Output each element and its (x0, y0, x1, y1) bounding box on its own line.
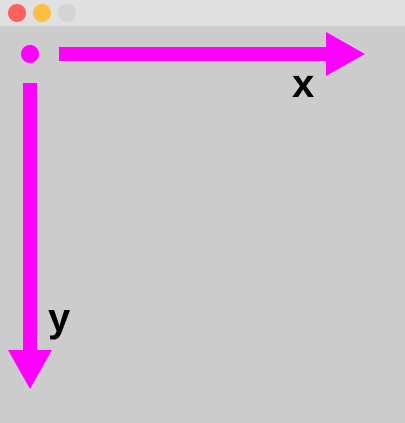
y-axis-shaft (23, 83, 37, 353)
x-axis-label: x (292, 62, 315, 106)
close-button[interactable] (8, 4, 26, 22)
y-axis-label: y (48, 296, 71, 340)
x-axis-arrowhead (326, 32, 365, 76)
zoom-button[interactable] (58, 4, 76, 22)
origin-dot (21, 45, 39, 63)
minimize-button[interactable] (33, 4, 51, 22)
title-bar (0, 0, 405, 27)
x-axis-shaft (59, 47, 329, 61)
y-axis-arrowhead (8, 350, 52, 389)
